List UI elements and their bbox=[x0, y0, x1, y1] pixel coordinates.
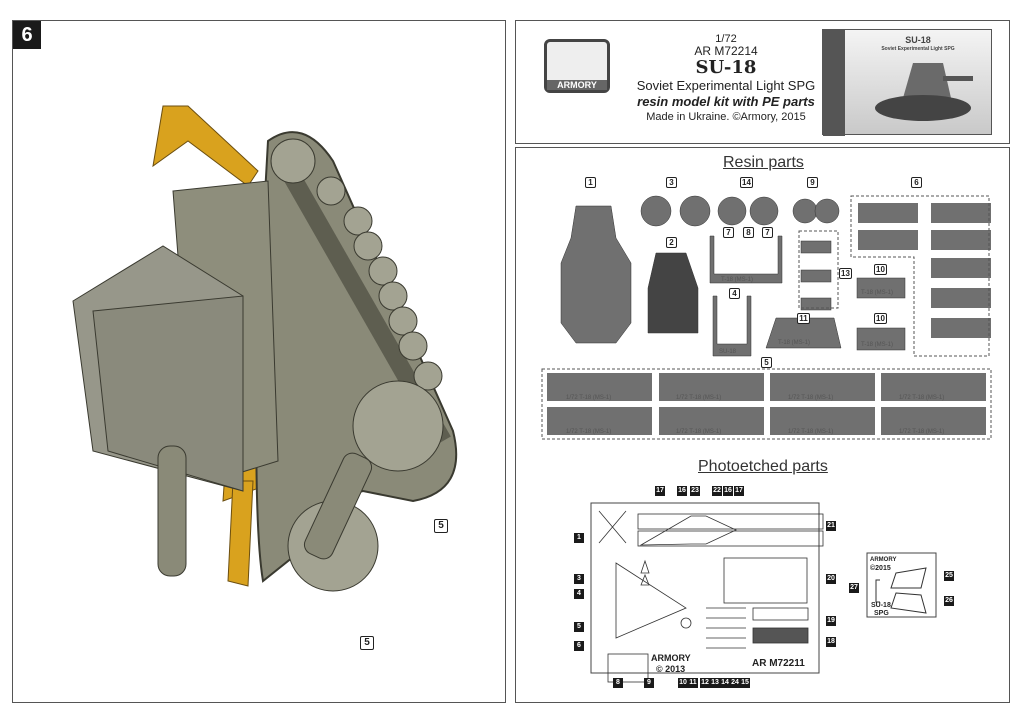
pe-label: 24 bbox=[730, 678, 740, 688]
pe-label: 26 bbox=[944, 596, 954, 606]
sprue-label: 1/72 T-18 (MS-1) bbox=[566, 429, 611, 435]
small-sheet-name: SPG bbox=[874, 610, 889, 617]
sprue-label: 1/72 T-18 (MS-1) bbox=[788, 429, 833, 435]
pe-label: 4 bbox=[574, 589, 584, 599]
kit-origin: Made in Ukraine. ©Armory, 2015 bbox=[646, 111, 806, 123]
sprue-label: T-18 (MS-1) bbox=[778, 340, 810, 346]
resin-label-5: 5 bbox=[761, 357, 772, 368]
assembly-step-panel: 6 5 5 bbox=[12, 20, 506, 703]
sprue-label: 1/72 T-18 (MS-1) bbox=[676, 395, 721, 401]
pe-label: 6 bbox=[574, 641, 584, 651]
part-7-8-sprue bbox=[709, 235, 783, 284]
part-4-sprue bbox=[712, 295, 752, 357]
part-14-sprocket bbox=[717, 196, 747, 226]
part-callout-5: 5 bbox=[434, 519, 448, 533]
resin-label-7: 7 bbox=[723, 227, 734, 238]
pe-label: 22 bbox=[712, 486, 722, 496]
resin-label-11: 11 bbox=[797, 313, 810, 324]
pe-label: 23 bbox=[690, 486, 700, 496]
pe-label: 11 bbox=[688, 678, 698, 688]
pe-label: 8 bbox=[613, 678, 623, 688]
small-sheet-name: SU-18 bbox=[871, 602, 891, 609]
armory-logo: ARMORY bbox=[544, 39, 610, 93]
pe-label: 19 bbox=[826, 616, 836, 626]
pe-label: 20 bbox=[826, 574, 836, 584]
resin-label-4: 4 bbox=[729, 288, 740, 299]
pe-label: 21 bbox=[826, 521, 836, 531]
part-2-superstructure bbox=[647, 252, 699, 334]
kit-title: SU-18 bbox=[695, 57, 757, 78]
step-number: 6 bbox=[13, 21, 41, 49]
pe-label: 17 bbox=[734, 486, 744, 496]
pe-sheet-code: AR M72211 bbox=[752, 658, 805, 669]
pe-parts-title: Photoetched parts bbox=[698, 458, 828, 475]
part-10-sprue bbox=[856, 277, 906, 299]
sprue-label: SU-18 bbox=[719, 349, 737, 355]
sprue-label: T-18 (MS-1) bbox=[721, 277, 753, 283]
part-11-sprue bbox=[765, 317, 842, 349]
pe-label: 14 bbox=[720, 678, 730, 688]
pe-label: 17 bbox=[655, 486, 665, 496]
pe-label: 12 bbox=[700, 678, 710, 688]
resin-label-1: 1 bbox=[585, 177, 596, 188]
pe-label: 16 bbox=[677, 486, 687, 496]
resin-label-2: 2 bbox=[666, 237, 677, 248]
resin-label-7: 7 bbox=[762, 227, 773, 238]
box-art-image: SU-18 Soviet Experimental Light SPG bbox=[822, 29, 992, 136]
pe-label: 25 bbox=[944, 571, 954, 581]
small-sheet-logo: ARMORY bbox=[870, 557, 896, 563]
kit-type: resin model kit with PE parts bbox=[637, 94, 815, 109]
sprue-label: 1/72 T-18 (MS-1) bbox=[899, 395, 944, 401]
resin-label-13: 13 bbox=[839, 268, 852, 279]
resin-parts-title: Resin parts bbox=[723, 154, 804, 171]
resin-label-6: 6 bbox=[911, 177, 922, 188]
pe-label: 9 bbox=[644, 678, 654, 688]
pe-fret-diagram: ARMORY © 2013 AR M72211 ARMORY ©2015 SU-… bbox=[590, 502, 937, 683]
sprue-label: 1/72 T-18 (MS-1) bbox=[676, 429, 721, 435]
kit-header: ARMORY 1/72 AR M72214 SU-18 Soviet Exper… bbox=[515, 20, 1010, 144]
sprue-label: 1/72 T-18 (MS-1) bbox=[566, 395, 611, 401]
pe-label: 13 bbox=[710, 678, 720, 688]
kit-subtitle: Soviet Experimental Light SPG bbox=[636, 78, 816, 93]
small-sheet-copyright: ©2015 bbox=[870, 564, 891, 572]
part-3-wheel bbox=[640, 195, 672, 227]
part-5-track-box bbox=[541, 368, 992, 440]
resin-label-8: 8 bbox=[743, 227, 754, 238]
pe-label: 10 bbox=[678, 678, 688, 688]
pe-label: 15 bbox=[740, 678, 750, 688]
pe-label: 16 bbox=[723, 486, 733, 496]
pe-label: 27 bbox=[849, 583, 859, 593]
pe-label: 3 bbox=[574, 574, 584, 584]
pe-label: 5 bbox=[574, 622, 584, 632]
part-1-hull bbox=[560, 205, 632, 344]
resin-label-10: 10 bbox=[874, 313, 887, 324]
resin-label-14: 14 bbox=[740, 177, 753, 188]
pe-label: 18 bbox=[826, 637, 836, 647]
pe-label: 1 bbox=[574, 533, 584, 543]
box-art-tank bbox=[875, 63, 973, 121]
resin-label-10: 10 bbox=[874, 264, 887, 275]
scale: 1/72 bbox=[715, 33, 737, 45]
sprue-label: 1/72 T-18 (MS-1) bbox=[788, 395, 833, 401]
pe-sheet-copyright: © 2013 bbox=[656, 664, 685, 674]
kit-code: AR M72214 bbox=[694, 44, 758, 58]
resin-label-3: 3 bbox=[666, 177, 677, 188]
sprue-label: 1/72 T-18 (MS-1) bbox=[899, 429, 944, 435]
pe-sheet-logo: ARMORY bbox=[651, 653, 691, 663]
resin-label-9: 9 bbox=[807, 177, 818, 188]
part-callout-5: 5 bbox=[360, 636, 374, 650]
tank-assembly-illustration bbox=[72, 105, 458, 592]
sprue-label: T-18 (MS-1) bbox=[861, 290, 893, 296]
parts-panel: Resin parts T-18 (MS-1) bbox=[515, 147, 1010, 703]
resin-parts-diagram: T-18 (MS-1) SU-18 T-18 (MS-1) T-18 (MS-1… bbox=[541, 195, 992, 440]
sprue-label: T-18 (MS-1) bbox=[861, 342, 893, 348]
